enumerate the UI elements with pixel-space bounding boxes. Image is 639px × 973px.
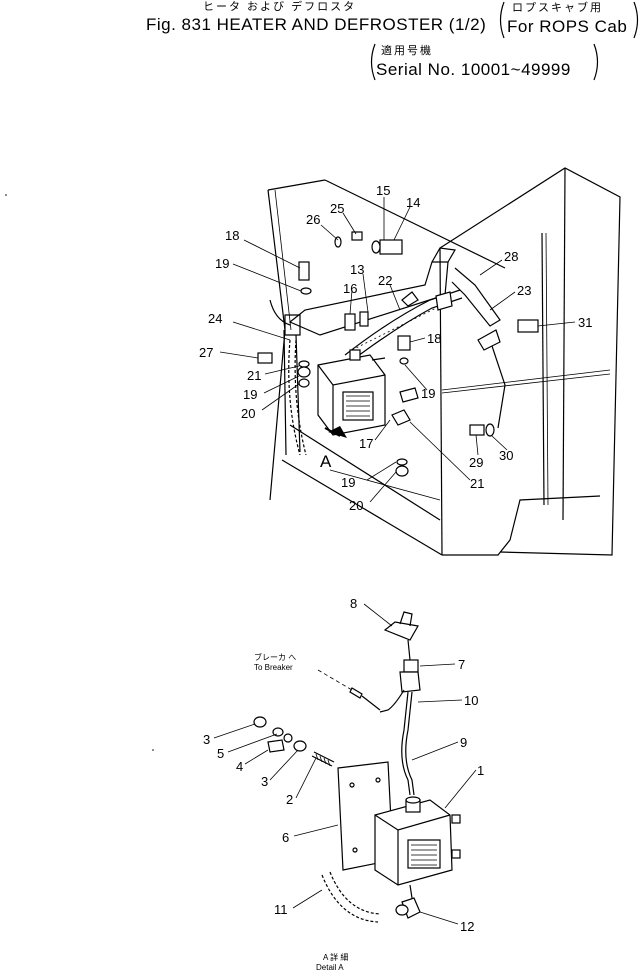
detail-a-parts — [253, 611, 461, 923]
callout-27: 27 — [199, 345, 213, 360]
callout-16: 16 — [343, 281, 357, 296]
callout-22: 22 — [378, 273, 392, 288]
lower-callouts: 8 7 10 9 3 5 4 3 2 1 6 11 12 — [203, 596, 484, 934]
upper-callouts: 15 14 26 25 18 13 22 28 19 16 23 31 24 1… — [199, 183, 592, 513]
callout-19d: 19 — [341, 475, 355, 490]
detail-caption: A 詳 細 Detail A — [316, 952, 348, 972]
callout-4: 4 — [236, 759, 243, 774]
callout-28: 28 — [504, 249, 518, 264]
callout-9: 9 — [460, 735, 467, 750]
header-brackets — [370, 1, 639, 81]
upper-small-parts — [257, 231, 539, 477]
callout-8: 8 — [350, 596, 357, 611]
callout-19c: 19 — [421, 386, 435, 401]
callout-3b: 3 — [261, 774, 268, 789]
variant-label: For ROPS Cab — [507, 17, 628, 36]
defroster-duct — [283, 247, 501, 456]
callout-31: 31 — [578, 315, 592, 330]
callout-15: 15 — [376, 183, 390, 198]
upper-leader-lines — [219, 197, 576, 503]
callout-21: 21 — [247, 368, 261, 383]
callout-14: 14 — [406, 195, 420, 210]
breaker-note-japanese: ブレーカ へ — [254, 652, 296, 662]
callout-6: 6 — [282, 830, 289, 845]
title-japanese: ヒータ および デフロスタ — [203, 1, 357, 13]
callout-10: 10 — [464, 693, 478, 708]
callout-11: 11 — [274, 902, 288, 917]
callout-25: 25 — [330, 201, 344, 216]
serial-japanese: 適用号機 — [381, 45, 433, 57]
callout-24: 24 — [208, 311, 222, 326]
callout-30: 30 — [499, 448, 513, 463]
callout-19: 19 — [215, 256, 229, 271]
callout-17: 17 — [359, 436, 373, 451]
callout-18b: 18 — [427, 331, 441, 346]
callout-5: 5 — [217, 746, 224, 761]
breaker-note-english: To Breaker — [254, 663, 293, 672]
lower-leader-lines — [213, 603, 477, 925]
callout-20b: 20 — [349, 498, 363, 513]
callout-3: 3 — [203, 732, 210, 747]
callout-29: 29 — [469, 455, 483, 470]
callout-20: 20 — [241, 406, 255, 421]
callout-1: 1 — [477, 763, 484, 778]
heater-unit-upper — [317, 349, 386, 436]
callout-12: 12 — [460, 919, 474, 934]
serial-range: Serial No. 10001~49999 — [376, 60, 571, 79]
callout-2: 2 — [286, 792, 293, 807]
breaker-note: ブレーカ へ To Breaker — [254, 652, 296, 672]
scan-marks — [5, 194, 154, 751]
figure-title: Fig. 831 HEATER AND DEFROSTER (1/2) — [146, 15, 487, 34]
callout-13: 13 — [350, 262, 364, 277]
detail-caption-english: Detail A — [316, 963, 344, 972]
cab-panel — [267, 167, 621, 556]
callout-18: 18 — [225, 228, 239, 243]
callout-19b: 19 — [243, 387, 257, 402]
detail-caption-japanese: A 詳 細 — [323, 952, 348, 962]
callout-21b: 21 — [470, 476, 484, 491]
variant-japanese: ロプスキャブ用 — [512, 2, 603, 14]
callout-7: 7 — [458, 657, 465, 672]
callout-26: 26 — [306, 212, 320, 227]
view-a-label: A — [320, 452, 332, 471]
callout-23: 23 — [517, 283, 531, 298]
